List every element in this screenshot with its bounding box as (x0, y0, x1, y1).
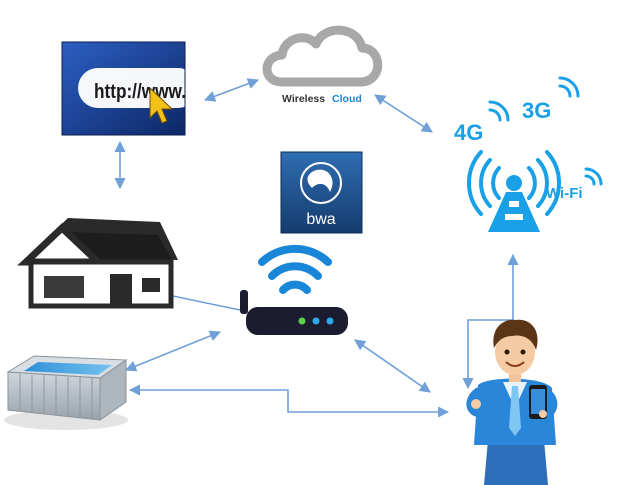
cursor-icon (149, 86, 174, 124)
person-with-phone-icon (466, 319, 558, 485)
tower-label-wifi: Wi-Fi (546, 185, 583, 202)
tower-label-3g: 3G (522, 98, 551, 123)
connector-router-person (354, 339, 431, 393)
connector-house-router (167, 294, 241, 311)
cloud-label: Wireless Cloud (282, 93, 362, 105)
hot-tub-icon (4, 355, 128, 430)
tower-label-4g: 4G (454, 120, 483, 145)
cloud-label-cloud: Cloud (332, 93, 362, 105)
connector-browser-cloud (203, 78, 260, 102)
url-banner-text: http://www. (94, 81, 186, 103)
house-icon (17, 218, 178, 309)
cloud-icon (262, 25, 383, 87)
browser-url-icon: http://www. (61, 41, 198, 136)
router-icon (240, 244, 348, 335)
bwa-logo-icon: bwa (280, 151, 363, 234)
connectors (114, 78, 519, 418)
connector-person-tub (128, 384, 450, 418)
cloud-label-wireless: Wireless (282, 93, 325, 105)
cell-tower-icon (467, 76, 603, 232)
connector-tub-router (124, 330, 222, 372)
connector-cloud-tower (374, 94, 433, 133)
connector-person-tower (462, 253, 519, 390)
bwa-logo-text: bwa (306, 211, 335, 228)
